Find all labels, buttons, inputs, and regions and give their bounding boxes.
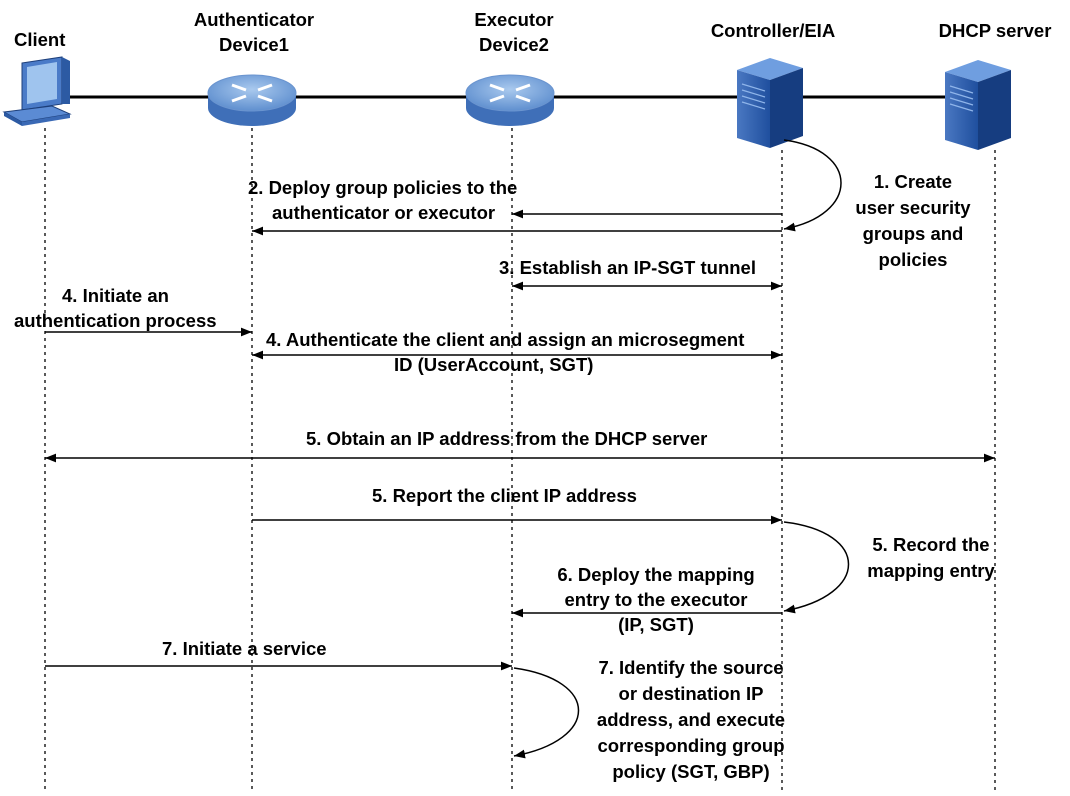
step1-line1: 1. Create [873,171,953,192]
step4-initiate-line2: authentication process [14,310,217,331]
step4-initiate-line1: 4. Initiate an [62,285,169,306]
step3-label: 3. Establish an IP-SGT tunnel [499,257,756,278]
step1-line4: policies [878,249,948,270]
step6-line1: 6. Deploy the mapping [557,564,755,585]
label-client: Client [14,29,66,50]
switch-icon-authenticator [207,74,297,126]
label-controller: Controller/EIA [710,20,836,41]
computer-icon [2,56,72,126]
step5-obtain-ip-label: 5. Obtain an IP address from the DHCP se… [306,428,708,449]
step5-report-ip-label: 5. Report the client IP address [372,485,637,506]
label-authenticator-line1: Authenticator [193,9,315,30]
step7-identify-line1: 7. Identify the source [598,657,784,678]
step1-line2: user security [855,197,971,218]
step1-line3: groups and [862,223,964,244]
step5-record-line2: mapping entry [867,560,995,581]
step7-identify-line5: policy (SGT, GBP) [612,761,770,782]
step6-line2: entry to the executor [564,589,748,610]
step5-record-line1: 5. Record the [872,534,990,555]
step7-identify-line3: address, and execute [596,709,786,730]
step6-line3: (IP, SGT) [618,614,694,635]
switch-icon-executor [465,74,555,126]
label-dhcp-server: DHCP server [938,20,1052,41]
step4-authenticate-line1: 4. Authenticate the client and assign an… [266,329,745,350]
step2-line2: authenticator or executor [272,202,496,223]
server-icon-controller [737,58,803,148]
arrow-step5-record-loop [783,521,850,614]
arrow-step1-loop [783,139,842,232]
step7-identify-line2: or destination IP [618,683,764,704]
label-executor-line1: Executor [474,9,554,30]
arrow-step7-identify-loop [513,667,580,759]
step7-identify-line4: corresponding group [597,735,785,756]
server-icon-dhcp [945,60,1011,150]
step2-line1: 2. Deploy group policies to the [248,177,518,198]
label-executor-line2: Device2 [479,34,549,55]
step4-authenticate-line2: ID (UserAccount, SGT) [394,354,594,375]
step7-initiate-service-label: 7. Initiate a service [162,638,327,659]
label-authenticator-line2: Device1 [219,34,289,55]
